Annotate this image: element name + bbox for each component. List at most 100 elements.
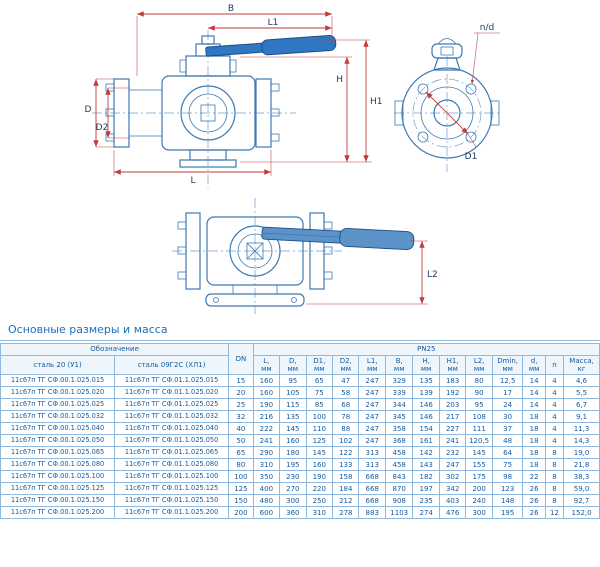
value-cell: 310: [305, 506, 334, 520]
designation-cell: 11с67п ТГ СФ.01.1.025.065: [114, 446, 230, 460]
value-cell: 155: [465, 458, 493, 472]
dim-label-H: H: [336, 75, 343, 85]
value-cell: 908: [384, 494, 414, 508]
value-cell: 403: [438, 494, 467, 508]
dim-label-nd: n/d: [480, 23, 494, 33]
designation-cell: 11с67п ТГ СФ.00.1.025.100: [0, 470, 116, 484]
value-cell: 4: [544, 374, 565, 388]
value-cell: 111: [465, 422, 493, 436]
value-cell: 175: [465, 470, 493, 484]
designation-cell: 11с67п ТГ СФ.00.1.025.080: [0, 458, 116, 472]
value-cell: 350: [252, 470, 281, 484]
value-cell: 843: [384, 470, 414, 484]
designation-cell: 11с67п ТГ СФ.01.1.025.150: [114, 494, 230, 508]
value-cell: 183: [438, 374, 467, 388]
value-cell: 142: [412, 446, 440, 460]
value-cell: 195: [491, 506, 524, 520]
valve-drawing: B L1 H H1 D D2: [85, 4, 502, 314]
designation-cell: 11с67п ТГ СФ.00.1.025.025: [0, 398, 116, 412]
value-cell: 92,7: [563, 494, 600, 508]
value-cell: 329: [384, 374, 414, 388]
value-cell: 58: [332, 386, 360, 400]
front-view: B L1 H H1 D D2: [85, 4, 383, 188]
value-cell: 18: [522, 434, 546, 448]
value-cell: 12,5: [491, 374, 524, 388]
value-cell: 133: [332, 458, 360, 472]
designation-cell: 11с67п ТГ СФ.00.1.025.020: [0, 386, 116, 400]
side-view: n/d D1: [394, 23, 502, 172]
column-header-3: D2,мм: [332, 354, 360, 376]
value-cell: 146: [412, 398, 440, 412]
value-cell: 278: [332, 506, 360, 520]
value-cell: 241: [438, 434, 467, 448]
value-cell: 200: [465, 482, 493, 496]
value-cell: 247: [438, 458, 467, 472]
value-cell: 310: [252, 458, 281, 472]
designation-cell: 11с67п ТГ СФ.00.1.025.125: [0, 482, 116, 496]
value-cell: 222: [252, 422, 281, 436]
value-cell: 64: [491, 446, 524, 460]
value-cell: 17: [491, 386, 524, 400]
value-cell: 40: [228, 422, 254, 436]
value-cell: 476: [438, 506, 467, 520]
value-cell: 400: [252, 482, 281, 496]
value-cell: 108: [465, 410, 493, 424]
dn-header: DN: [228, 342, 254, 376]
value-cell: 160: [305, 458, 334, 472]
value-cell: 8: [544, 446, 565, 460]
value-cell: 125: [228, 482, 254, 496]
steel20-header: сталь 20 (У1): [0, 354, 116, 376]
value-cell: 160: [252, 386, 281, 400]
value-cell: 883: [358, 506, 386, 520]
value-cell: 9,1: [563, 410, 600, 424]
designation-cell: 11с67п ТГ СФ.00.1.025.015: [0, 374, 116, 388]
designation-cell: 11с67п ТГ СФ.01.1.025.015: [114, 374, 230, 388]
value-cell: 158: [332, 470, 360, 484]
value-cell: 37: [491, 422, 524, 436]
value-cell: 14,3: [563, 434, 600, 448]
value-cell: 115: [279, 398, 307, 412]
value-cell: 135: [412, 374, 440, 388]
designation-cell: 11с67п ТГ СФ.01.1.025.040: [114, 422, 230, 436]
value-cell: 105: [279, 386, 307, 400]
value-cell: 360: [279, 506, 307, 520]
pn-header: PN25: [252, 343, 600, 356]
value-cell: 85: [305, 398, 334, 412]
value-cell: 247: [358, 422, 386, 436]
value-cell: 18: [522, 410, 546, 424]
value-cell: 195: [279, 458, 307, 472]
value-cell: 100: [228, 470, 254, 484]
value-cell: 313: [358, 458, 386, 472]
value-cell: 78: [332, 410, 360, 424]
value-cell: 98: [491, 470, 524, 484]
value-cell: 274: [412, 506, 440, 520]
value-cell: 1103: [384, 506, 414, 520]
value-cell: 26: [522, 506, 546, 520]
value-cell: 240: [465, 494, 493, 508]
value-cell: 184: [332, 482, 360, 496]
column-header-7: H1,мм: [438, 354, 467, 376]
value-cell: 15: [228, 374, 254, 388]
value-cell: 102: [332, 434, 360, 448]
value-cell: 123: [491, 482, 524, 496]
value-cell: 125: [305, 434, 334, 448]
value-cell: 668: [358, 470, 386, 484]
value-cell: 313: [358, 446, 386, 460]
value-cell: 480: [252, 494, 281, 508]
valve-technical-drawing: B L1 H H1 D D2: [85, 4, 502, 314]
value-cell: 8: [544, 470, 565, 484]
value-cell: 47: [332, 374, 360, 388]
value-cell: 4,6: [563, 374, 600, 388]
value-cell: 75: [305, 386, 334, 400]
value-cell: 190: [252, 398, 281, 412]
designation-header: Обозначение: [0, 343, 230, 356]
group-header-row: Обозначение DN PN25: [0, 342, 600, 376]
steel09-header: сталь 09Г2С (ХЛ1): [114, 354, 230, 376]
value-cell: 95: [465, 398, 493, 412]
